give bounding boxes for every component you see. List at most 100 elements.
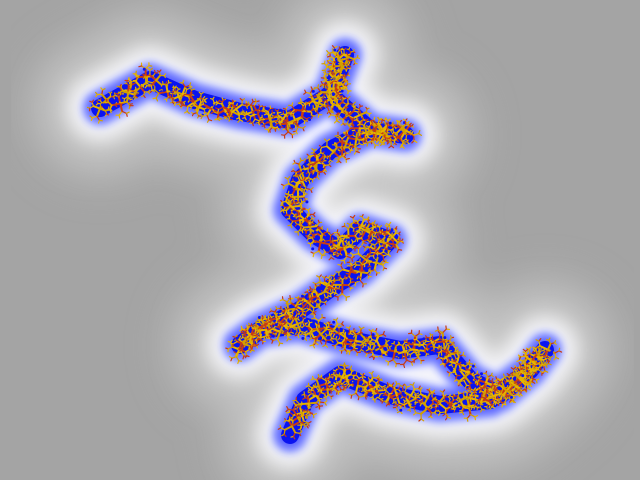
- filament-segment: [434, 410, 437, 414]
- filament-segment: [304, 186, 307, 190]
- filament-segment: [349, 384, 354, 387]
- filament-segment: [125, 111, 130, 115]
- filament-segment: [448, 394, 451, 398]
- filament-segment: [396, 135, 400, 138]
- filament-segment: [441, 331, 445, 343]
- filament-segment: [437, 329, 444, 334]
- filament-segment: [431, 337, 441, 344]
- filament-segment: [302, 397, 306, 400]
- filament-segment: [351, 117, 354, 124]
- filament-segment: [371, 355, 375, 360]
- filament-segment: [127, 84, 130, 92]
- filament-segment: [238, 113, 241, 119]
- fringe-dot: [274, 323, 278, 327]
- filament-segment: [240, 351, 245, 357]
- filament-segment: [134, 73, 138, 78]
- filament-segment: [300, 198, 303, 203]
- filament-segment: [321, 145, 328, 148]
- filament-segment: [290, 315, 296, 319]
- filament-segment: [192, 112, 198, 115]
- filament-segment: [342, 339, 348, 344]
- filament-segment: [461, 411, 465, 416]
- filament-segment: [210, 107, 220, 114]
- filament-segment: [459, 383, 463, 387]
- filament-segment: [315, 224, 318, 226]
- filament-segment: [344, 242, 350, 248]
- filament-segment: [236, 103, 238, 107]
- filament-segment: [279, 325, 284, 333]
- filament-segment: [542, 365, 546, 372]
- filament-segment: [284, 313, 291, 318]
- filament-segment: [486, 386, 488, 391]
- filament-segment: [165, 82, 170, 87]
- filament-segment: [353, 107, 357, 111]
- filament-segment: [178, 103, 181, 107]
- filament-segment: [310, 328, 313, 332]
- filament-segment: [270, 310, 276, 313]
- filament-segment: [411, 123, 414, 127]
- filament-segment: [305, 385, 310, 388]
- fringe-dot: [301, 294, 304, 298]
- filament-segment: [438, 411, 441, 416]
- filament-segment: [332, 277, 335, 281]
- filament-segment: [372, 396, 375, 400]
- filament-segment: [337, 134, 343, 140]
- filament-segment: [448, 343, 454, 347]
- filament-segment: [459, 365, 462, 372]
- filament-segment: [297, 187, 302, 192]
- filament-segment: [375, 140, 379, 143]
- filament-segment: [324, 283, 328, 287]
- filament-segment: [369, 132, 373, 135]
- filament-segment: [486, 396, 495, 401]
- filament-segment: [368, 372, 373, 375]
- filament-segment: [267, 322, 272, 325]
- filament-segment: [306, 295, 314, 304]
- filament-segment: [288, 212, 293, 217]
- filament-segment: [347, 265, 352, 267]
- filament-segment: [449, 398, 455, 406]
- filament-segment: [290, 208, 295, 212]
- filament-segment: [346, 123, 352, 129]
- filament-segment: [450, 395, 453, 398]
- filament-segment: [507, 375, 510, 379]
- filament-segment: [309, 389, 314, 391]
- filament-segment: [117, 90, 123, 95]
- filament-segment: [376, 388, 387, 392]
- filament-segment: [340, 49, 343, 55]
- filament-segment: [465, 362, 470, 364]
- filament-segment: [343, 259, 346, 264]
- filament-segment: [367, 230, 373, 241]
- fringe-dot: [293, 210, 297, 214]
- fringe-dot: [305, 159, 309, 163]
- filament-segment: [420, 393, 429, 399]
- filament-segment: [445, 406, 452, 410]
- filament-segment: [291, 104, 295, 111]
- filament-segment: [276, 330, 282, 341]
- filament-segment: [287, 307, 297, 311]
- filament-segment: [330, 274, 335, 277]
- filament-segment: [442, 328, 447, 334]
- filament-segment: [418, 385, 421, 390]
- filament-segment: [324, 392, 328, 395]
- filament-segment: [251, 349, 255, 352]
- filament-segment: [359, 261, 364, 266]
- filament-segment: [365, 129, 374, 134]
- filament-segment: [387, 400, 390, 405]
- filament-segment: [397, 235, 400, 240]
- filament-segment: [455, 362, 460, 366]
- filament-segment: [270, 323, 274, 330]
- filament-segment: [145, 81, 150, 86]
- filament-segment: [240, 342, 245, 353]
- filament-segment: [454, 379, 457, 382]
- filament-segment: [268, 114, 273, 123]
- filament-segment: [279, 299, 284, 302]
- filament-segment: [329, 59, 334, 64]
- filament-segment: [286, 122, 290, 133]
- filament-segment: [181, 86, 187, 96]
- filament-segment: [292, 180, 298, 184]
- filament-segment: [336, 325, 340, 329]
- filament-segment: [423, 396, 429, 405]
- filament-segment: [367, 337, 370, 343]
- filament-segment: [337, 60, 342, 63]
